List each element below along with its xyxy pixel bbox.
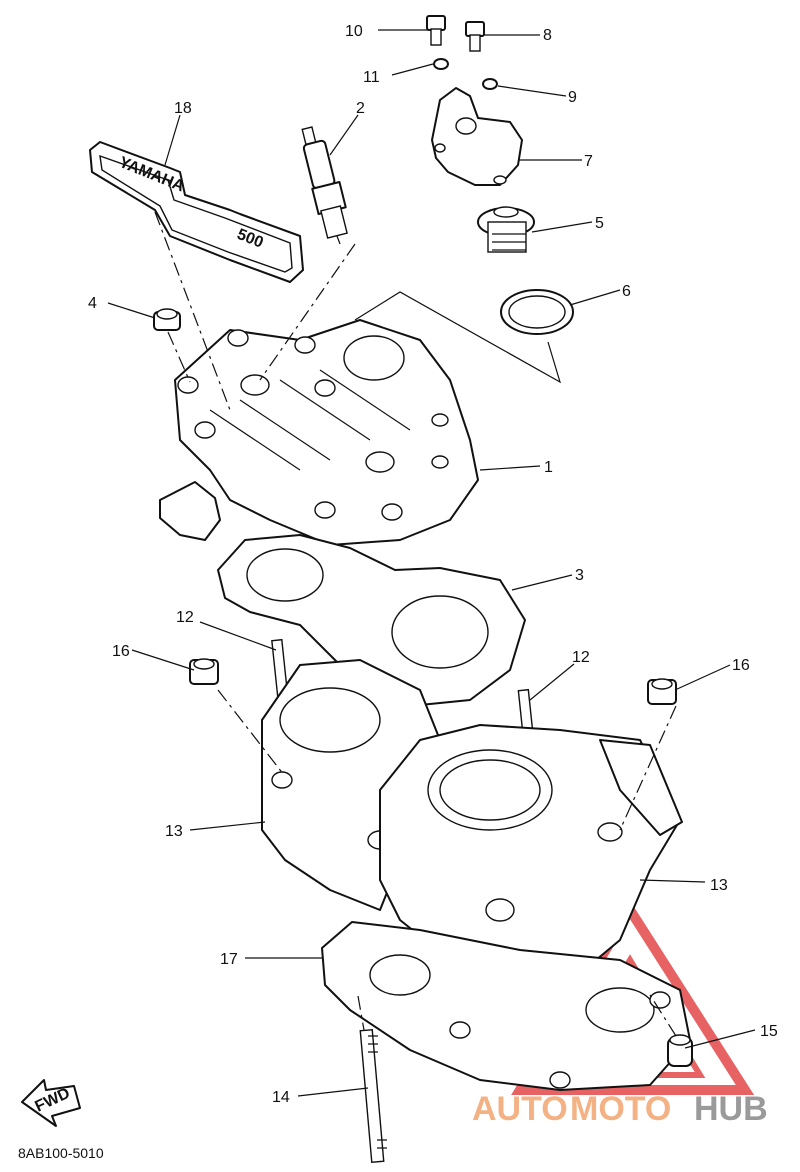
callout-13-left: 13	[165, 823, 183, 840]
nut-16-right	[647, 678, 677, 705]
callout-1: 1	[544, 459, 553, 476]
fwd-arrow: FWD	[21, 1079, 81, 1127]
head-gasket-3	[217, 534, 526, 706]
spark-plug-2	[301, 126, 348, 245]
callout-16-left: 16	[112, 643, 130, 660]
watermark-auto: AUTO	[472, 1090, 568, 1128]
base-gasket-17	[321, 921, 691, 1091]
callout-14: 14	[272, 1089, 290, 1106]
callout-8: 8	[543, 27, 552, 44]
head-cover-plate-18: YAMAHA 500	[89, 141, 304, 283]
callout-3: 3	[575, 567, 584, 584]
thermostat-cover-7	[431, 87, 523, 186]
bolt-8	[465, 21, 485, 52]
watermark-text: AUTO MOTO HUB	[472, 1090, 768, 1128]
callout-11: 11	[363, 69, 380, 86]
leader-lines	[107, 29, 756, 1097]
callout-4: 4	[88, 295, 97, 312]
assembly-lines	[154, 211, 677, 1037]
callout-12-left: 12	[176, 609, 194, 626]
callout-7: 7	[584, 153, 593, 170]
o-ring-6	[500, 289, 574, 335]
callout-10: 10	[345, 23, 363, 40]
callout-17: 17	[220, 951, 238, 968]
dowel-pin-15	[667, 1034, 693, 1067]
cap-nut-4	[153, 308, 181, 331]
thermostat-5	[477, 206, 535, 253]
callout-13-right: 13	[710, 877, 728, 894]
callout-2: 2	[356, 100, 365, 117]
watermark-hub: HUB	[694, 1090, 768, 1128]
callout-12-right: 12	[572, 649, 590, 666]
nut-16-left	[189, 658, 219, 685]
diagram-code: 8AB100-5010	[18, 1145, 104, 1161]
callout-15: 15	[760, 1023, 778, 1040]
washer-9	[482, 78, 498, 90]
bolt-10	[426, 15, 446, 46]
watermark-moto: MOTO	[570, 1090, 671, 1128]
cylinder-head-1	[159, 319, 479, 546]
washer-11	[433, 58, 449, 70]
callout-numbers: 10 8 11 9 2 18 7 5 6 4 1 3 12 12 16 16 1…	[88, 23, 778, 1106]
long-stud-14	[359, 1028, 387, 1164]
callout-6: 6	[622, 283, 631, 300]
callout-5: 5	[595, 215, 604, 232]
callout-18: 18	[174, 100, 192, 117]
callout-9: 9	[568, 89, 577, 106]
callout-16-right: 16	[732, 657, 750, 674]
cylinder-13-front	[379, 724, 683, 991]
